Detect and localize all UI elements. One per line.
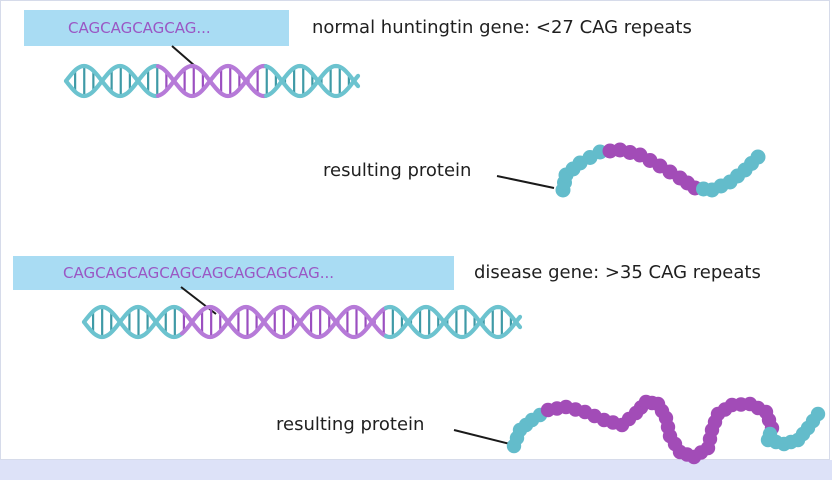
dna-strand-front (263, 63, 361, 99)
amino-acid-bead (810, 406, 826, 422)
disease-protein-chain (506, 394, 826, 465)
disease-gene-caption: disease gene: >35 CAG repeats (474, 262, 761, 283)
normal-sequence-text: CAGCAGCAGCAG... (68, 18, 211, 37)
dna-strand-back (155, 63, 269, 99)
disease-dna-helix (81, 304, 523, 340)
disease-sequence-box: CAGCAGCAGCAGCAGCAGCAGCAG... (13, 256, 454, 290)
normal-dna-helix (63, 63, 361, 99)
dna-strand-front (155, 63, 269, 99)
normal-protein-pointer (496, 175, 555, 189)
normal-protein-label: resulting protein (323, 160, 472, 181)
dna-strand-front (81, 304, 185, 340)
dna-strand-front (383, 304, 523, 340)
disease-sequence-text: CAGCAGCAGCAGCAGCAGCAGCAG... (63, 263, 335, 282)
disease-protein-pointer (453, 429, 511, 445)
dna-strand-front (63, 63, 161, 99)
dna-strand-back (81, 304, 185, 340)
amino-acid-bead (750, 149, 766, 165)
dna-strand-back (179, 304, 389, 340)
dna-strand-back (63, 63, 161, 99)
bottom-strip (0, 460, 832, 480)
normal-sequence-box: CAGCAGCAGCAG... (24, 10, 289, 46)
normal-protein-chain (555, 142, 766, 198)
disease-protein-label: resulting protein (276, 414, 425, 435)
normal-gene-caption: normal huntingtin gene: <27 CAG repeats (312, 17, 692, 38)
dna-strand-front (179, 304, 389, 340)
